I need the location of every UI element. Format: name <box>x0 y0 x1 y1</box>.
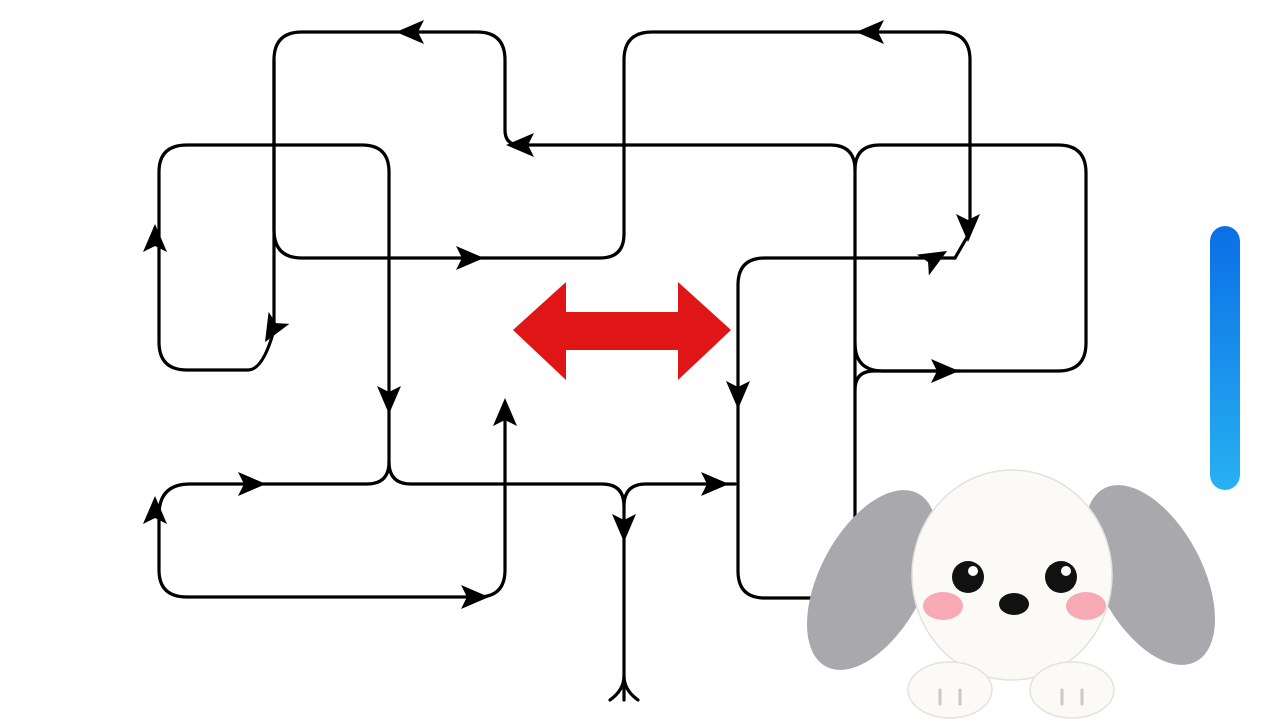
double-arrow-icon[interactable] <box>513 282 731 380</box>
arrowhead-icon[interactable] <box>701 472 729 496</box>
arrowhead-icon[interactable] <box>931 359 959 383</box>
puppy-icon[interactable] <box>780 464 1242 719</box>
puppy-left-eye <box>952 561 984 593</box>
puppy-right-ear <box>1085 485 1215 665</box>
maze-track-9 <box>157 418 507 599</box>
maze-arrowheads <box>143 20 980 609</box>
puppy-paw-lines <box>938 688 1084 706</box>
puppy-left-eye-shine <box>968 566 978 576</box>
arrowhead-icon[interactable] <box>377 386 401 414</box>
maze-track-10 <box>387 460 626 702</box>
maze-track-7 <box>157 143 391 412</box>
maze-track-2 <box>272 30 972 260</box>
progress-bar-fill <box>1210 226 1240 490</box>
puppy-right-eye-shine <box>1061 566 1071 576</box>
puppy-head <box>911 469 1113 681</box>
arrowhead-icon[interactable] <box>396 20 424 44</box>
arrowhead-icon[interactable] <box>726 381 750 409</box>
maze-track-8 <box>157 398 391 517</box>
puppy-right-eye <box>1045 561 1077 593</box>
arrowhead-icon[interactable] <box>143 496 167 524</box>
arrowhead-icon[interactable] <box>506 133 534 157</box>
arrowhead-icon[interactable] <box>612 514 636 542</box>
puppy-right-paw <box>1029 661 1115 719</box>
arrowhead-icon[interactable] <box>461 585 489 609</box>
arrowhead-icon[interactable] <box>238 472 266 496</box>
puppy-nose <box>999 593 1029 615</box>
arrowhead-icon[interactable] <box>456 246 484 270</box>
arrowhead-icon[interactable] <box>493 398 517 426</box>
arrowhead-icon[interactable] <box>255 311 290 348</box>
maze-track-6 <box>853 369 962 392</box>
maze-track-1 <box>272 30 507 332</box>
puppy-left-ear <box>807 490 937 670</box>
arrowhead-icon[interactable] <box>916 241 953 276</box>
arrowhead-icon[interactable] <box>143 224 167 252</box>
maze-track-tail <box>608 674 640 702</box>
arrowhead-icon[interactable] <box>856 20 884 44</box>
puppy-left-cheek <box>923 592 963 620</box>
maze-track-11 <box>622 482 737 508</box>
puppy-left-paw <box>907 661 993 719</box>
progress-bar <box>1210 226 1240 490</box>
puppy-right-cheek <box>1066 592 1106 620</box>
arrowhead-icon[interactable] <box>956 214 980 242</box>
